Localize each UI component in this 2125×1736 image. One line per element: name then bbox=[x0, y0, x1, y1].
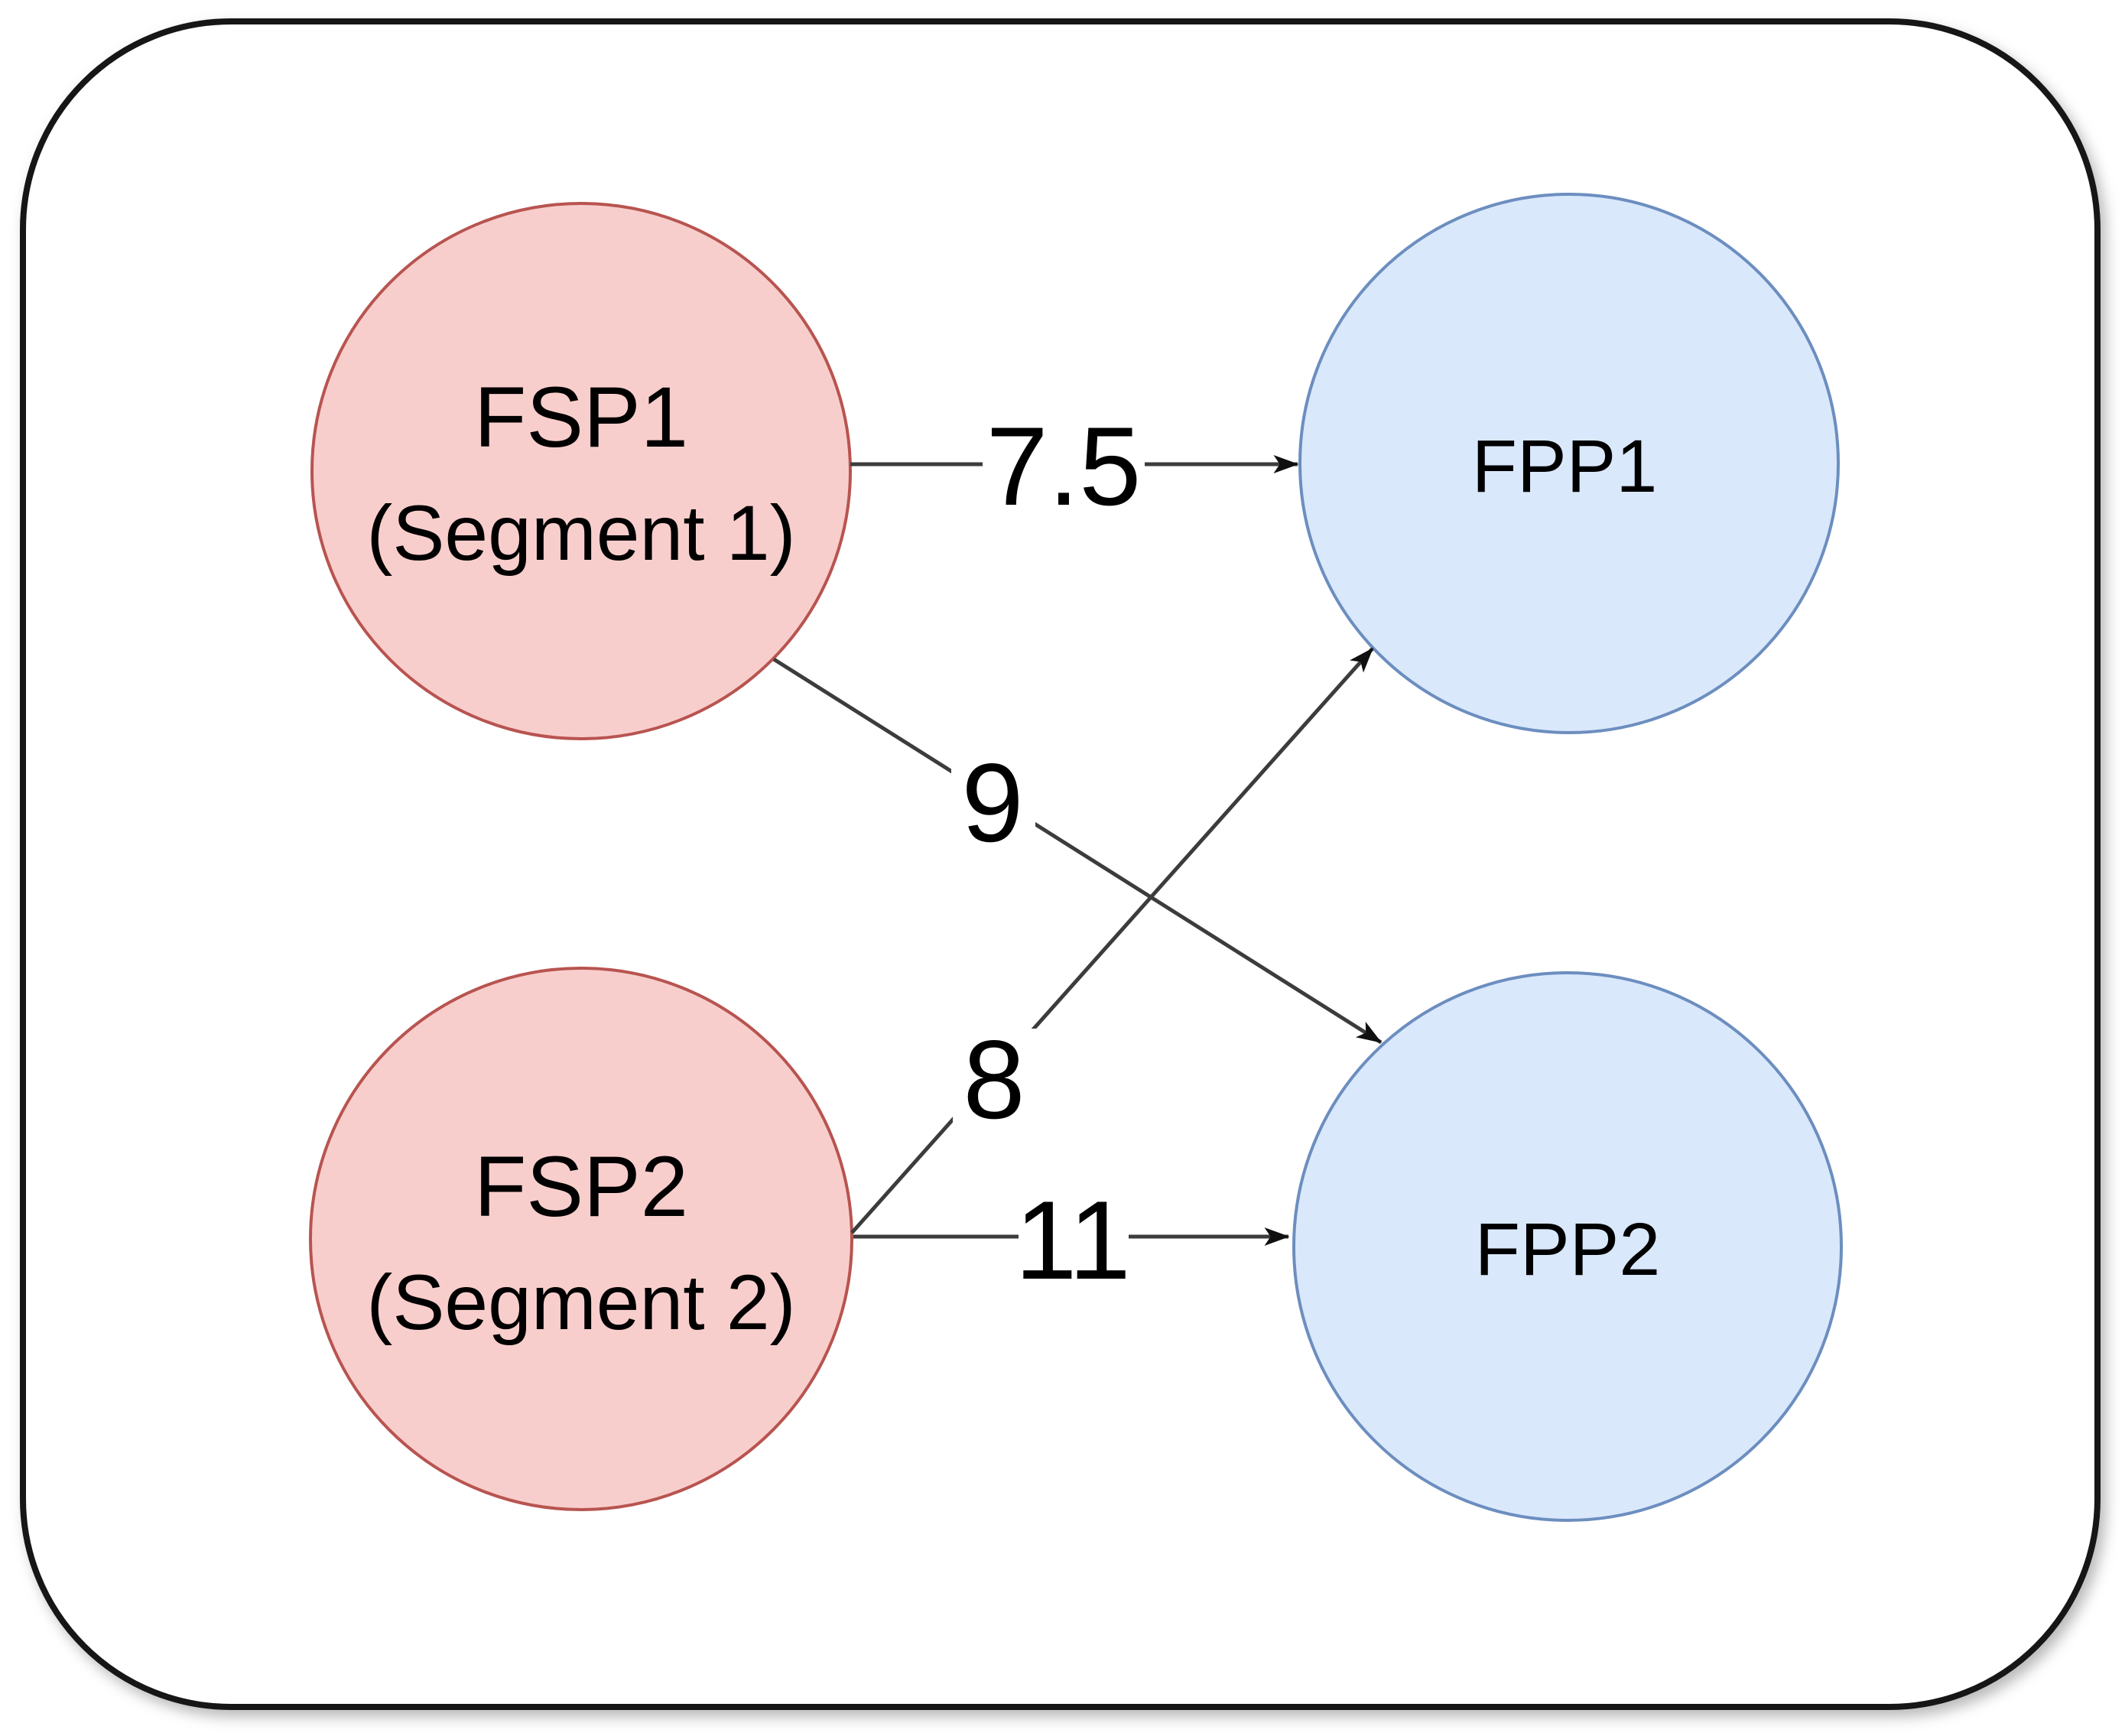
edge-fsp1-fpp2-label-bg bbox=[951, 752, 1035, 851]
diagram-border-frame bbox=[20, 18, 2101, 1710]
node-fsp1-sublabel: (Segment 1) bbox=[366, 489, 795, 577]
node-fpp2-circle bbox=[1292, 971, 1843, 1522]
node-fpp2: FPP2 bbox=[1292, 971, 1843, 1522]
node-fpp2-label: FPP2 bbox=[1475, 1208, 1661, 1291]
edge-fsp2-fpp1-weight: 8 bbox=[963, 1017, 1025, 1142]
node-fpp1-label: FPP1 bbox=[1472, 424, 1658, 508]
edge-fsp1-fpp1-weight: 7.5 bbox=[986, 404, 1142, 528]
edge-fsp2-fpp2-weight: 11 bbox=[1015, 1178, 1131, 1302]
node-fsp2: FSP2 (Segment 2) bbox=[309, 967, 853, 1511]
node-fpp1-circle bbox=[1298, 193, 1840, 734]
edge-fsp2-fpp1-label-bg bbox=[953, 1029, 1037, 1128]
edge-fsp1-fpp2-line bbox=[772, 657, 1383, 1045]
edge-fsp1-fpp1-label-bg bbox=[983, 415, 1145, 515]
node-fsp2-circle bbox=[309, 967, 853, 1511]
node-fpp1: FPP1 bbox=[1298, 193, 1840, 734]
edge-fsp1-fpp1: 7.5 bbox=[850, 404, 1299, 528]
edge-fsp2-fpp2: 11 bbox=[853, 1178, 1290, 1302]
node-fsp1-label: FSP1 bbox=[474, 369, 688, 465]
node-fsp2-sublabel: (Segment 2) bbox=[366, 1259, 795, 1346]
edge-fsp2-fpp1: 8 bbox=[850, 647, 1374, 1234]
edge-fsp1-fpp2: 9 bbox=[772, 657, 1383, 1045]
edge-fsp2-fpp1-line bbox=[850, 647, 1374, 1234]
node-fsp2-label: FSP2 bbox=[474, 1139, 688, 1234]
edge-fsp1-fpp2-weight: 9 bbox=[961, 740, 1023, 865]
node-fsp1-circle bbox=[310, 202, 852, 740]
node-fsp1: FSP1 (Segment 1) bbox=[310, 202, 852, 740]
edge-fsp2-fpp2-label-bg bbox=[1019, 1189, 1129, 1289]
